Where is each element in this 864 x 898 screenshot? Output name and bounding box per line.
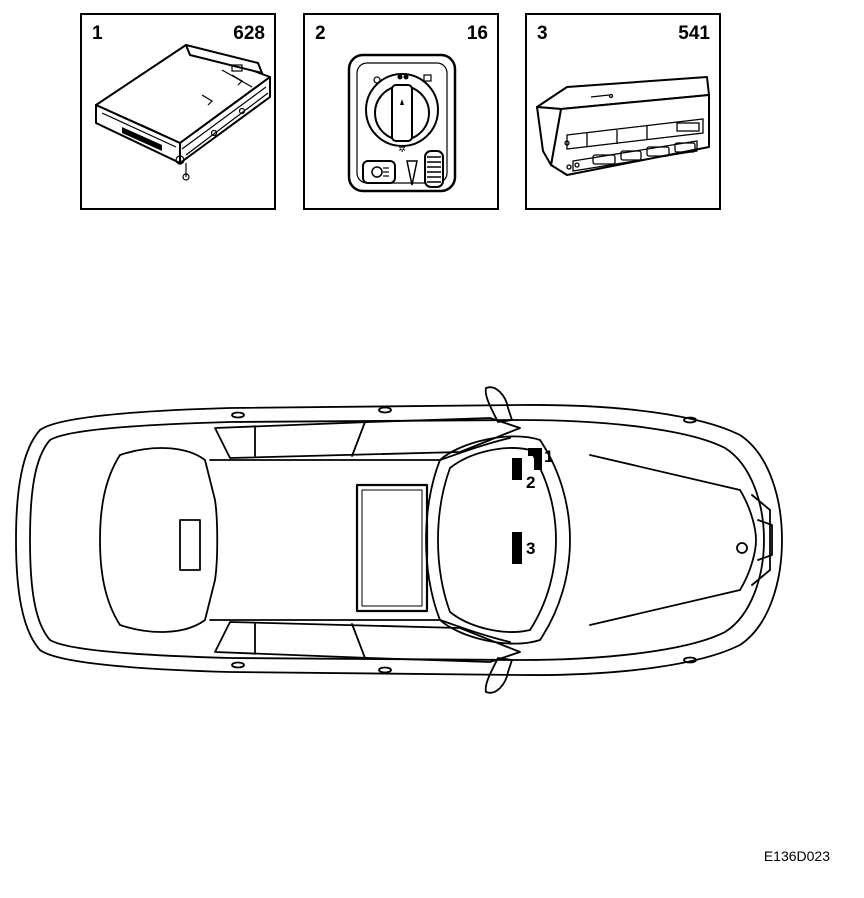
climate-control-panel-icon bbox=[536, 76, 710, 176]
component-panel-3: 3 541 bbox=[525, 13, 721, 210]
light-switch-icon: ✲ bbox=[347, 53, 457, 193]
component-code: 16 bbox=[466, 23, 488, 44]
marker-label: 3 bbox=[526, 539, 535, 558]
location-marker-3: 3 bbox=[512, 532, 535, 564]
control-module-icon bbox=[95, 44, 271, 181]
figure-id: E136D023 bbox=[763, 848, 830, 864]
location-marker-1: 1 bbox=[528, 447, 553, 470]
component-panel-1: 1 628 bbox=[80, 13, 276, 210]
component-code: 541 bbox=[678, 23, 710, 44]
location-marker-2: 2 bbox=[512, 458, 535, 492]
marker-label: 1 bbox=[544, 447, 553, 466]
svg-text:✲: ✲ bbox=[398, 145, 406, 155]
marker-label: 2 bbox=[526, 473, 535, 492]
car-top-view-icon: 1 2 3 bbox=[15, 386, 783, 694]
component-code: 628 bbox=[233, 23, 265, 44]
panel-number: 3 bbox=[537, 23, 548, 44]
component-panel-2: 2 16 ✲ bbox=[303, 13, 499, 210]
panel-number: 1 bbox=[92, 23, 103, 44]
panel-number: 2 bbox=[315, 23, 326, 44]
